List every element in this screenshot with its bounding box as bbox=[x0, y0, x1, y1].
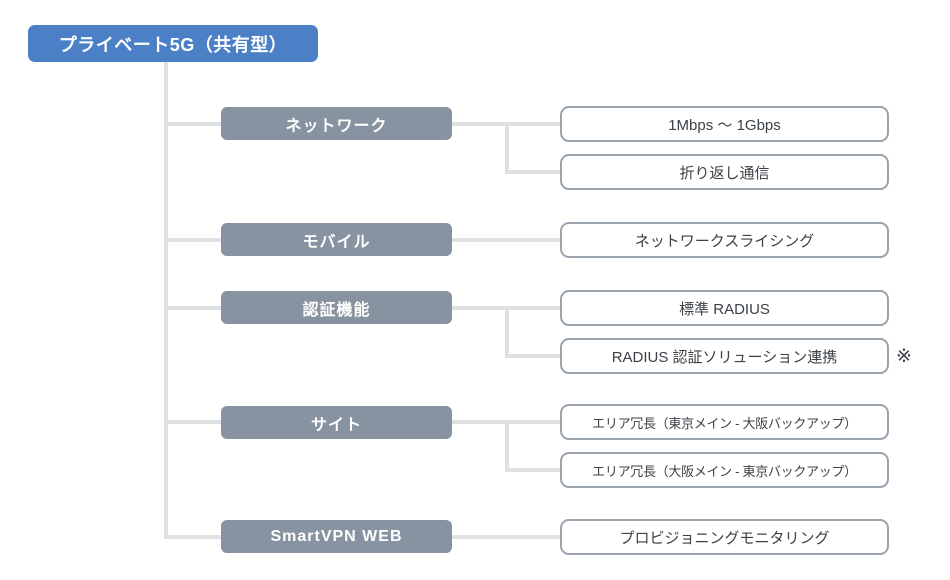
connector-line-trunk bbox=[164, 60, 168, 539]
feature-box-area-redundancy-tokyo-main: エリア冗長（東京メイン - 大阪バックアップ） bbox=[560, 404, 889, 440]
feature-box-area-redundancy-osaka-main: エリア冗長（大阪メイン - 東京バックアップ） bbox=[560, 452, 889, 488]
feature-box-radius-solution: RADIUS 認証ソリューション連携 bbox=[560, 338, 889, 374]
category-box-site: サイト bbox=[221, 406, 452, 439]
connector-line bbox=[164, 535, 221, 539]
connector-line bbox=[164, 306, 221, 310]
connector-line bbox=[505, 354, 560, 358]
feature-box-network-slicing: ネットワークスライシング bbox=[560, 222, 889, 258]
connector-line bbox=[505, 170, 560, 174]
connector-line bbox=[164, 420, 221, 424]
root-node-private-5g: プライベート5G（共有型） bbox=[28, 25, 318, 62]
feature-box-bandwidth: 1Mbps 〜 1Gbps bbox=[560, 106, 889, 142]
connector-line bbox=[452, 535, 560, 539]
category-box-smartvpn-web: SmartVPN WEB bbox=[221, 520, 452, 553]
category-box-mobile: モバイル bbox=[221, 223, 452, 256]
connector-line bbox=[164, 122, 221, 126]
connector-line bbox=[505, 122, 509, 174]
category-box-authentication: 認証機能 bbox=[221, 291, 452, 324]
feature-box-provisioning-monitoring: プロビジョニングモニタリング bbox=[560, 519, 889, 555]
category-box-network: ネットワーク bbox=[221, 107, 452, 140]
connector-line bbox=[452, 238, 560, 242]
connector-line bbox=[164, 238, 221, 242]
connector-line bbox=[505, 306, 509, 358]
feature-box-standard-radius: 標準 RADIUS bbox=[560, 290, 889, 326]
connector-line bbox=[505, 420, 509, 472]
feature-box-loopback: 折り返し通信 bbox=[560, 154, 889, 190]
connector-line bbox=[505, 468, 560, 472]
footnote-reference-mark: ※ bbox=[896, 346, 912, 367]
